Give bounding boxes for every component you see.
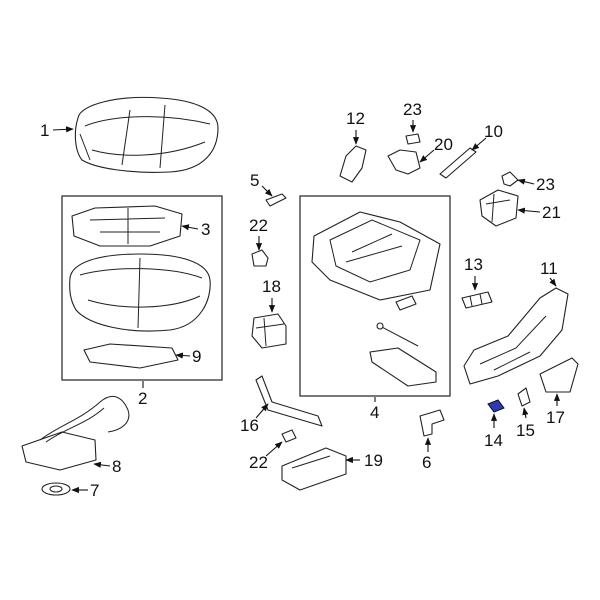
part-6-bracket[interactable] bbox=[419, 409, 445, 437]
callout-6: 6 bbox=[422, 453, 431, 472]
callout-7: 7 bbox=[90, 481, 99, 500]
part-23-clip-right[interactable] bbox=[501, 171, 519, 187]
part-16-trim-panel[interactable] bbox=[255, 375, 323, 427]
leader-8 bbox=[93, 461, 111, 468]
callout-13: 13 bbox=[464, 255, 483, 274]
part-14-knob-highlighted[interactable] bbox=[487, 399, 505, 413]
leader-15 bbox=[522, 407, 529, 419]
part-17-trim-cap[interactable] bbox=[539, 357, 579, 393]
callout-9: 9 bbox=[192, 347, 201, 366]
callout-23-right: 23 bbox=[536, 175, 555, 194]
part-8-heater-harness[interactable] bbox=[21, 395, 130, 471]
leader-20 bbox=[419, 149, 435, 163]
part-19-base-trim[interactable] bbox=[281, 447, 347, 491]
callout-19: 19 bbox=[364, 451, 383, 470]
callout-16: 16 bbox=[240, 416, 259, 435]
callout-3: 3 bbox=[201, 220, 210, 239]
part-13-switch[interactable] bbox=[461, 291, 493, 309]
callout-10: 10 bbox=[484, 122, 503, 141]
callout-22-lower: 22 bbox=[249, 453, 268, 472]
part-22-bracket-lower[interactable] bbox=[281, 429, 297, 443]
callout-15: 15 bbox=[516, 421, 535, 440]
part-23-clip-upper[interactable] bbox=[405, 133, 421, 145]
group-box-4 bbox=[299, 195, 451, 397]
leader-22-lower bbox=[265, 441, 283, 457]
callout-22-upper: 22 bbox=[249, 216, 268, 235]
leader-9 bbox=[175, 352, 191, 359]
callout-5: 5 bbox=[250, 171, 259, 190]
part-7-sensor[interactable] bbox=[41, 482, 71, 496]
callout-17: 17 bbox=[546, 408, 565, 427]
part-5-clip[interactable] bbox=[265, 193, 287, 207]
part-20-bracket[interactable] bbox=[387, 149, 421, 175]
part-9-mat[interactable] bbox=[83, 343, 179, 369]
callout-23-upper: 23 bbox=[403, 100, 422, 119]
part-12-trim-cover[interactable] bbox=[339, 145, 367, 183]
leader-5 bbox=[261, 185, 273, 197]
callout-1: 1 bbox=[40, 121, 49, 140]
leader-11 bbox=[549, 277, 557, 287]
callout-18: 18 bbox=[262, 277, 281, 296]
leader-1 bbox=[52, 126, 74, 133]
leader-3 bbox=[181, 224, 199, 231]
part-11-side-shield[interactable] bbox=[463, 287, 569, 385]
callout-12: 12 bbox=[346, 109, 365, 128]
callout-14: 14 bbox=[484, 431, 503, 450]
part-10-trim-strip[interactable] bbox=[439, 147, 477, 179]
group-box-2 bbox=[61, 195, 223, 381]
leader-21 bbox=[517, 207, 541, 214]
leader-23-right bbox=[517, 178, 535, 185]
part-1-seat-cushion-cover[interactable] bbox=[74, 96, 219, 173]
part-21-bracket[interactable] bbox=[479, 189, 519, 227]
callout-2: 2 bbox=[138, 389, 147, 408]
callout-4: 4 bbox=[370, 403, 379, 422]
part-seat-track[interactable] bbox=[369, 347, 437, 387]
callout-21: 21 bbox=[542, 203, 561, 222]
callout-11: 11 bbox=[540, 259, 558, 278]
part-18-motor[interactable] bbox=[251, 313, 287, 349]
callout-20: 20 bbox=[434, 135, 453, 154]
part-3-seat-pan[interactable] bbox=[71, 205, 183, 247]
callout-8: 8 bbox=[112, 457, 121, 476]
part-cushion-pad[interactable] bbox=[69, 253, 211, 332]
leader-10 bbox=[471, 137, 487, 151]
part-latch[interactable] bbox=[376, 295, 419, 347]
part-15-knob[interactable] bbox=[517, 387, 531, 407]
part-seat-frame[interactable] bbox=[311, 211, 441, 301]
leader-16 bbox=[255, 403, 269, 419]
part-22-bracket-upper[interactable] bbox=[251, 249, 269, 267]
